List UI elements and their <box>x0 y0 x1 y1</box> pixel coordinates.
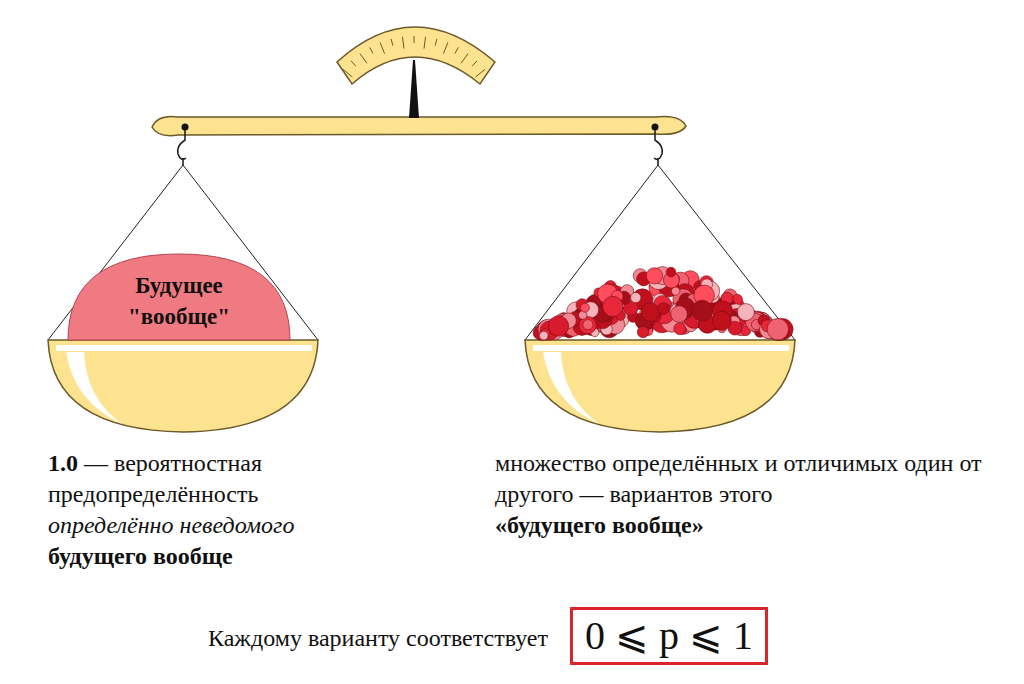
variant-ball <box>631 292 641 302</box>
left-caption: 1.0— вероятностная предопределённостьопр… <box>48 448 378 572</box>
pan-strings <box>48 165 795 340</box>
variant-ball <box>692 300 713 321</box>
pan-rim-highlight <box>533 345 789 351</box>
dial-tick <box>424 37 426 49</box>
future-dome: Будущее "вообще" <box>68 254 290 340</box>
variant-ball <box>658 303 670 315</box>
right-caption: множество определённых и отличимых один … <box>495 448 1005 541</box>
variant-ball <box>603 296 624 317</box>
variant-ball <box>646 268 662 284</box>
caption-text: «будущего вообще» <box>495 510 1005 541</box>
caption-text: множество определённых и отличимых один … <box>495 450 982 507</box>
variant-ball <box>671 306 688 323</box>
pan-hook <box>178 130 186 166</box>
pan-hook <box>654 130 662 166</box>
beam-pin <box>182 124 189 131</box>
variant-ball <box>666 267 676 277</box>
caption-text: Каждому варианту соответствует <box>208 625 548 651</box>
variant-ball <box>674 323 686 335</box>
caption-text: — вероятностная предопределённость <box>48 450 262 507</box>
variant-ball <box>767 319 788 340</box>
dial-tick <box>370 47 373 53</box>
variant-ball <box>583 320 593 330</box>
dial-tick <box>391 39 393 46</box>
variant-ball <box>637 326 649 338</box>
dial-tick <box>461 54 468 64</box>
right-pan <box>525 340 795 432</box>
variant-ball <box>641 303 659 321</box>
caption-text: будущего вообще <box>48 541 378 572</box>
node-text: 0 ⩽ p ⩽ 1 <box>570 611 768 661</box>
variant-ball <box>548 316 568 336</box>
variant-ball <box>712 311 731 330</box>
node-text: Будущее "вообще" <box>102 270 256 332</box>
caption-text: 1.0 <box>48 450 78 476</box>
variant-ball <box>580 303 589 312</box>
dial-tick <box>472 61 477 66</box>
dial-tick <box>476 69 485 77</box>
dial-tick <box>402 37 404 49</box>
pan-highlight <box>543 352 599 424</box>
scale-needle <box>409 60 419 118</box>
pan-rim-highlight <box>56 345 312 351</box>
dial-tick <box>414 36 415 43</box>
caption-text: определённо неведомого <box>48 510 378 541</box>
dial-tick <box>435 39 437 46</box>
probability-box: 0 ⩽ p ⩽ 1 <box>570 607 768 665</box>
dial-tick <box>343 69 352 77</box>
variant-ball <box>737 304 754 321</box>
bottom-caption: Каждому варианту соответствует <box>208 623 548 654</box>
dial-tick <box>351 61 356 66</box>
left-pan <box>48 340 318 432</box>
beam-pin <box>652 124 659 131</box>
dial-tick <box>380 42 384 53</box>
variant-balls <box>533 267 793 340</box>
scale-beam <box>152 116 686 135</box>
dial-tick <box>360 54 367 64</box>
dome-fill <box>68 254 290 340</box>
pan-highlight <box>66 352 122 424</box>
variant-ball <box>539 331 548 340</box>
dial-tick <box>455 47 458 53</box>
dial-tick <box>443 42 447 53</box>
